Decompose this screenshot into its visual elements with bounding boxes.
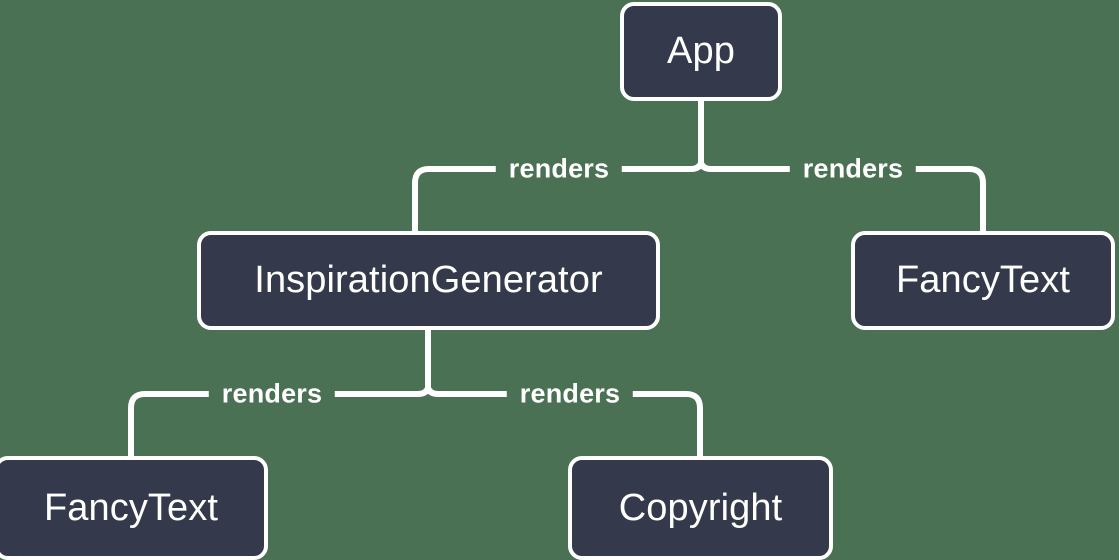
edge-inspirationgenerator-to-copyright: [425, 385, 703, 459]
node-inspirationgenerator[interactable]: InspirationGenerator: [197, 231, 660, 330]
node-fancytext-bottom-label: FancyText: [43, 486, 219, 529]
edge-label-inspirationgenerator-to-copyright: renders: [506, 380, 634, 408]
edge-label-inspirationgenerator-to-fancytext-bottom: renders: [208, 380, 336, 408]
edge-app-to-inspirationgenerator: [412, 160, 704, 234]
node-copyright-label: Copyright: [618, 486, 783, 529]
edge-label-app-to-fancytext-right: renders: [789, 155, 917, 183]
node-fancytext-right[interactable]: FancyText: [851, 231, 1115, 330]
node-copyright[interactable]: Copyright: [568, 456, 833, 560]
node-inspirationgenerator-label: InspirationGenerator: [254, 259, 603, 301]
node-app[interactable]: App: [620, 2, 782, 101]
edge-app-to-fancytext-right: [698, 160, 986, 234]
node-fancytext-bottom[interactable]: FancyText: [0, 456, 268, 560]
node-app-label: App: [667, 30, 735, 72]
edge-label-app-to-inspirationgenerator: renders: [495, 155, 623, 183]
node-fancytext-right-label: FancyText: [895, 259, 1071, 301]
edge-inspirationgenerator-to-fancytext-bottom: [128, 385, 431, 459]
